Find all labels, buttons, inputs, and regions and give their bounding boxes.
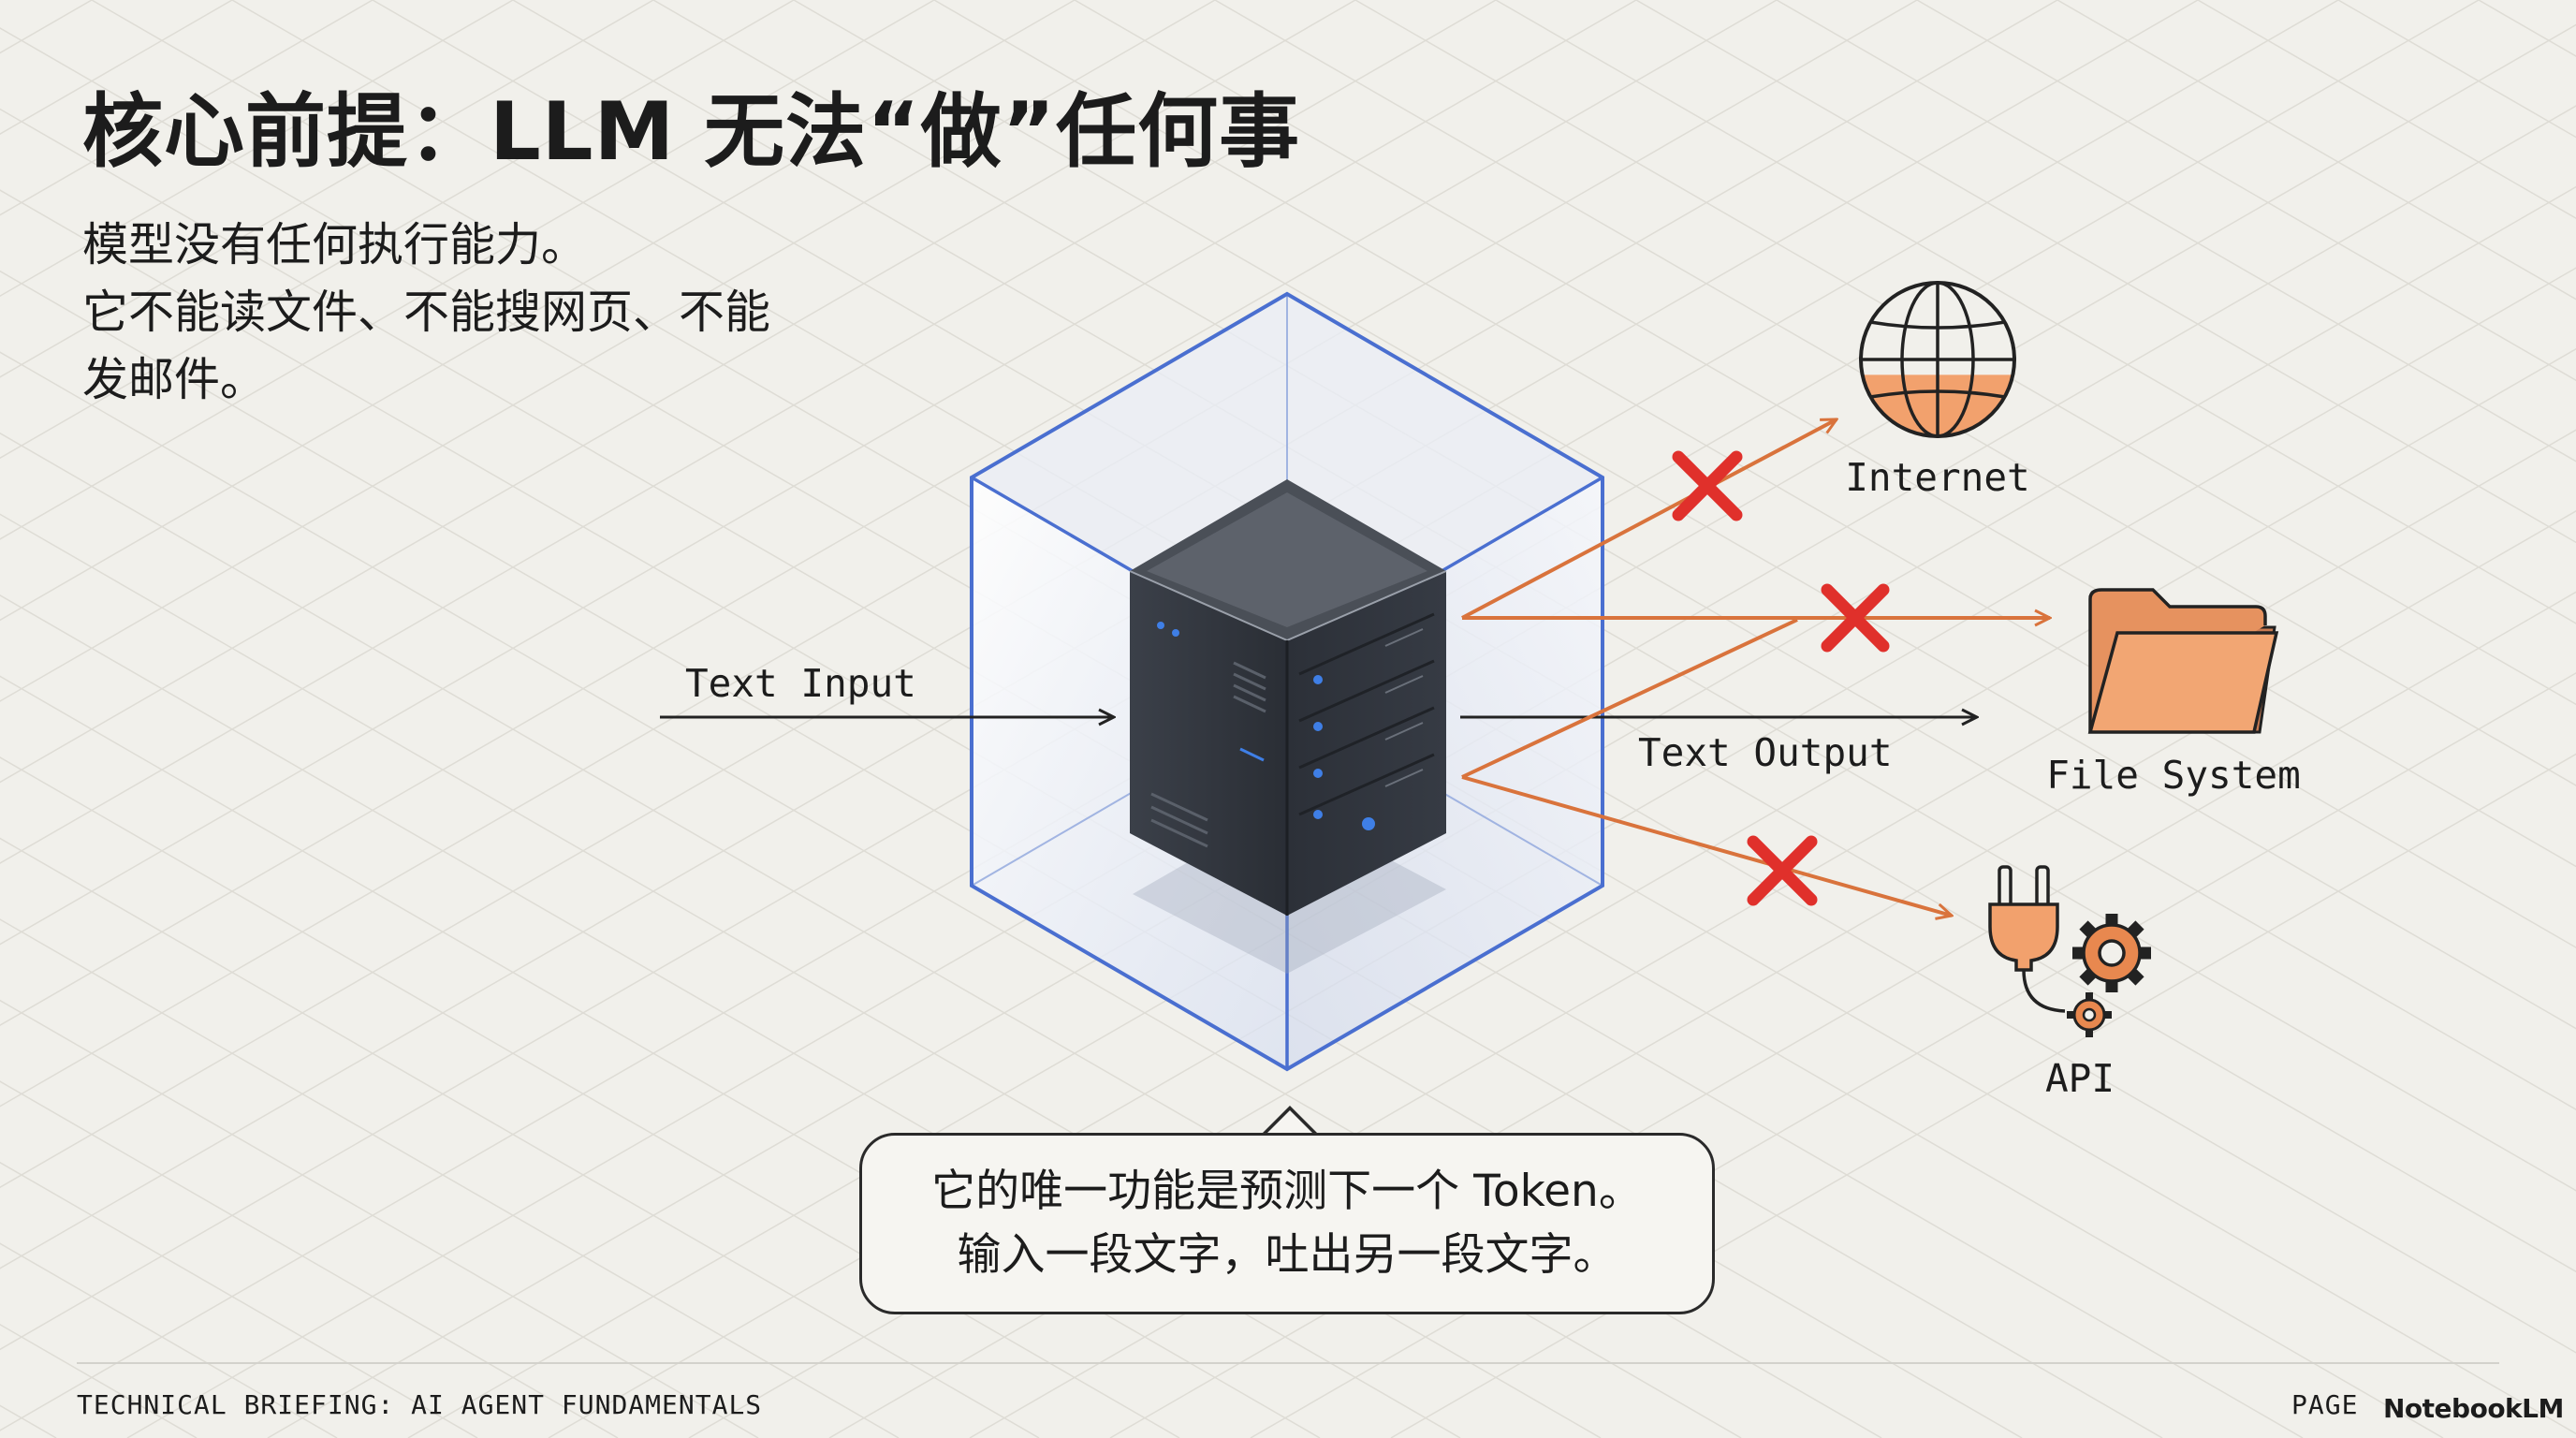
x-mark-filesystem	[1821, 583, 1890, 653]
intro-line: 发邮件。	[82, 353, 267, 406]
intro-line: 模型没有任何执行能力。	[82, 218, 588, 271]
server-tower	[1129, 479, 1447, 916]
output-label: Text Output	[1638, 730, 1893, 775]
intro-line: 它不能读文件、不能搜网页、不能	[82, 286, 771, 339]
brand-badge: NotebookLM	[2376, 1389, 2564, 1427]
intro-text: 模型没有任何执行能力。 它不能读文件、不能搜网页、不能 发邮件。	[82, 212, 850, 414]
brand-name: NotebookLM	[2383, 1392, 2564, 1424]
target-label-api: API	[2045, 1056, 2115, 1101]
page-title: 核心前提：LLM 无法“做”任何事	[82, 85, 1301, 179]
path-to-api	[1461, 775, 1952, 916]
glass-cube	[970, 291, 1604, 1072]
path-zigzag	[1461, 618, 1798, 779]
callout-box: 它的唯一功能是预测下一个 Token。 输入一段文字，吐出另一段文字。	[859, 1133, 1715, 1314]
x-mark-api	[1747, 835, 1818, 906]
path-to-internet	[1461, 418, 1837, 620]
callout-line: 它的唯一功能是预测下一个 Token。	[931, 1166, 1643, 1217]
callout-pointer	[1262, 1106, 1318, 1135]
footer-page-label: PAGE	[2291, 1389, 2359, 1420]
target-label-internet: Internet	[1845, 455, 2029, 500]
plug-gear-icon	[1988, 865, 2151, 1037]
folder-icon	[2087, 588, 2279, 734]
globe-icon	[1859, 281, 2016, 438]
blocked-x-marks	[1672, 450, 1890, 906]
target-label-file-system: File System	[2046, 753, 2301, 798]
callout-line: 输入一段文字，吐出另一段文字。	[957, 1229, 1617, 1281]
input-label: Text Input	[685, 661, 916, 706]
x-mark-internet	[1672, 450, 1743, 521]
blocked-paths	[1461, 418, 2050, 916]
footer-divider	[77, 1362, 2499, 1364]
footer-section-label: TECHNICAL BRIEFING: AI AGENT FUNDAMENTAL…	[77, 1389, 763, 1420]
